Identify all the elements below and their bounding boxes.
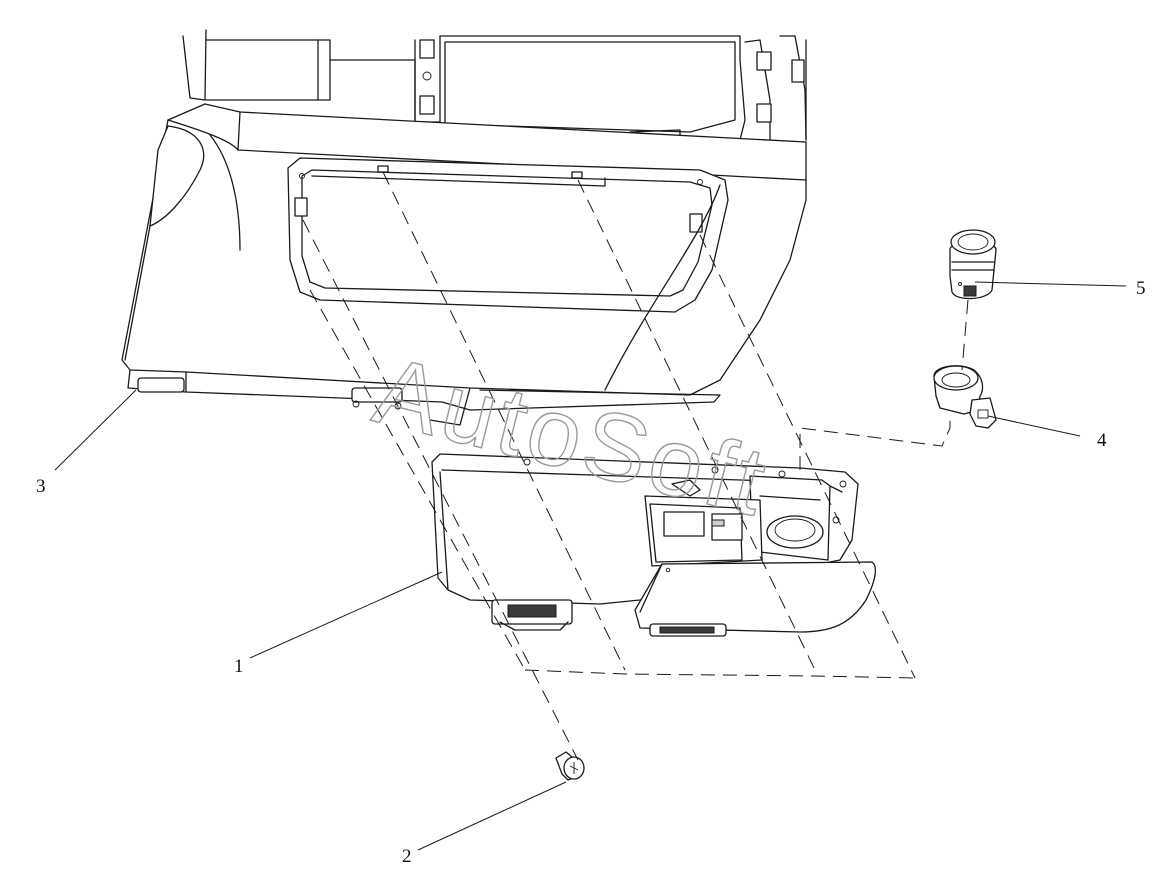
callout-3: 3 <box>36 476 46 497</box>
lighter-plug-part <box>949 229 997 300</box>
assembly-dash-lines <box>302 171 969 761</box>
socket-housing-part <box>933 365 997 429</box>
callout-1: 1 <box>234 656 244 677</box>
callout-4: 4 <box>1097 430 1107 451</box>
instrument-panel-lower-trim <box>121 29 807 426</box>
callout-5: 5 <box>1136 278 1146 299</box>
callout-2: 2 <box>402 846 412 867</box>
screw-part <box>555 751 585 781</box>
leader-lines <box>54 281 1127 851</box>
